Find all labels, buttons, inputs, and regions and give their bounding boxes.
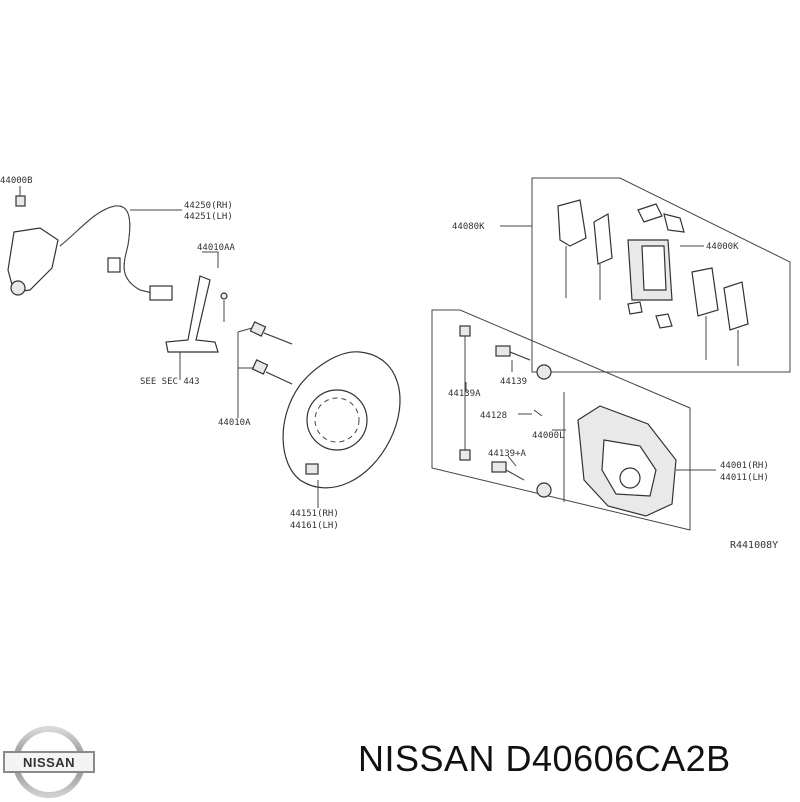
hose-bracket — [165, 275, 228, 353]
label-44250: 44250(RH) — [184, 201, 233, 211]
label-44000l: 44000L — [532, 431, 565, 441]
brake-dust-shield — [282, 351, 401, 489]
callout-labels: 44000B 44250(RH) 44251(LH) 44010AA SEE S… — [0, 176, 778, 551]
label-44000k: 44000K — [706, 242, 739, 252]
label-44000b: 44000B — [0, 176, 33, 186]
caliper-box — [431, 309, 691, 531]
diagram-reference: R441008Y — [730, 540, 778, 551]
pad-kit-box — [531, 177, 791, 373]
brake-hose-assembly — [7, 195, 173, 301]
label-44251: 44251(LH) — [184, 212, 233, 222]
nissan-logo: NISSAN — [3, 726, 95, 798]
label-44139-plus-a: 44139+A — [488, 449, 527, 459]
label-44080k: 44080K — [452, 222, 485, 232]
label-44001: 44001(RH) — [720, 461, 769, 471]
logo-wordmark: NISSAN — [23, 755, 75, 770]
leader-lines — [19, 186, 716, 508]
label-44128: 44128 — [480, 411, 507, 421]
caliper-bolts — [249, 321, 293, 385]
label-44011: 44011(LH) — [720, 473, 769, 483]
part-number-label: NISSAN D40606CA2B — [358, 738, 731, 779]
label-44010a: 44010A — [218, 418, 251, 428]
label-44161: 44161(LH) — [290, 521, 339, 531]
label-44010aa: 44010AA — [197, 243, 236, 253]
label-44151: 44151(RH) — [290, 509, 339, 519]
label-44139a: 44139A — [448, 389, 481, 399]
label-see-sec: SEE SEC 443 — [140, 377, 200, 387]
label-44139: 44139 — [500, 377, 527, 387]
